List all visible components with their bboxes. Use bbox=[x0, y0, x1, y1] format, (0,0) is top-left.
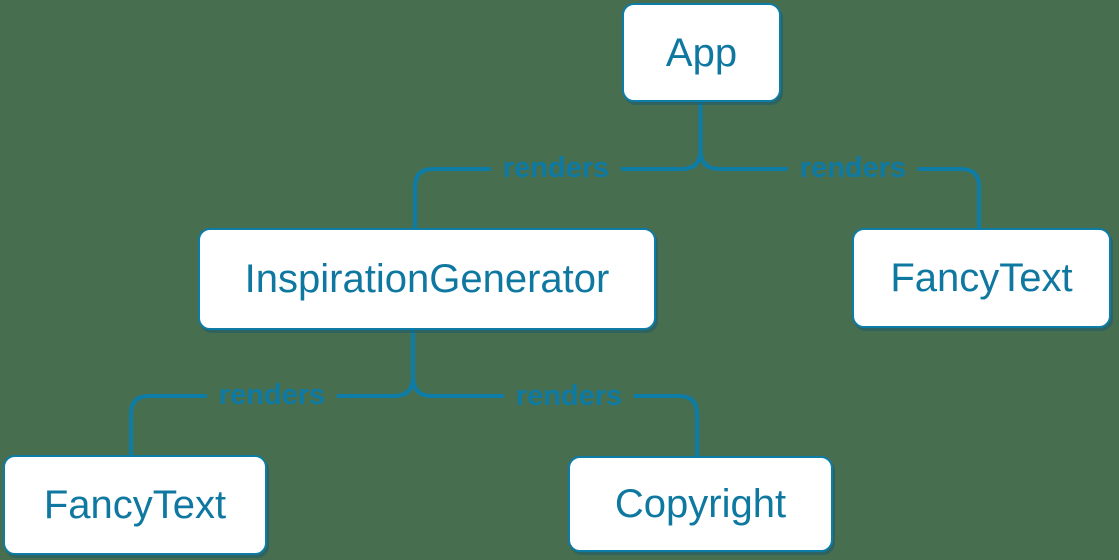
node-copyright-label: Copyright bbox=[614, 482, 787, 526]
node-copyright: Copyright bbox=[568, 456, 833, 552]
node-app-label: App bbox=[665, 30, 738, 75]
node-fancy-text-right-label: FancyText bbox=[890, 256, 1073, 300]
node-fancy-text-left: FancyText bbox=[3, 455, 267, 555]
node-fancy-text-right: FancyText bbox=[852, 228, 1111, 328]
edge-label-renders-app-inspiration-generator: renders bbox=[490, 152, 622, 185]
edge-label-renders-inspiration-generator-fancy-text: renders bbox=[206, 379, 338, 412]
node-inspiration-generator: InspirationGenerator bbox=[198, 228, 656, 330]
node-app: App bbox=[622, 3, 781, 102]
edge-label-renders-app-fancy-text: renders bbox=[787, 152, 919, 185]
edge-label-renders-inspiration-generator-copyright: renders bbox=[503, 380, 635, 413]
node-inspiration-generator-label: InspirationGenerator bbox=[244, 257, 610, 301]
node-fancy-text-left-label: FancyText bbox=[43, 483, 227, 527]
